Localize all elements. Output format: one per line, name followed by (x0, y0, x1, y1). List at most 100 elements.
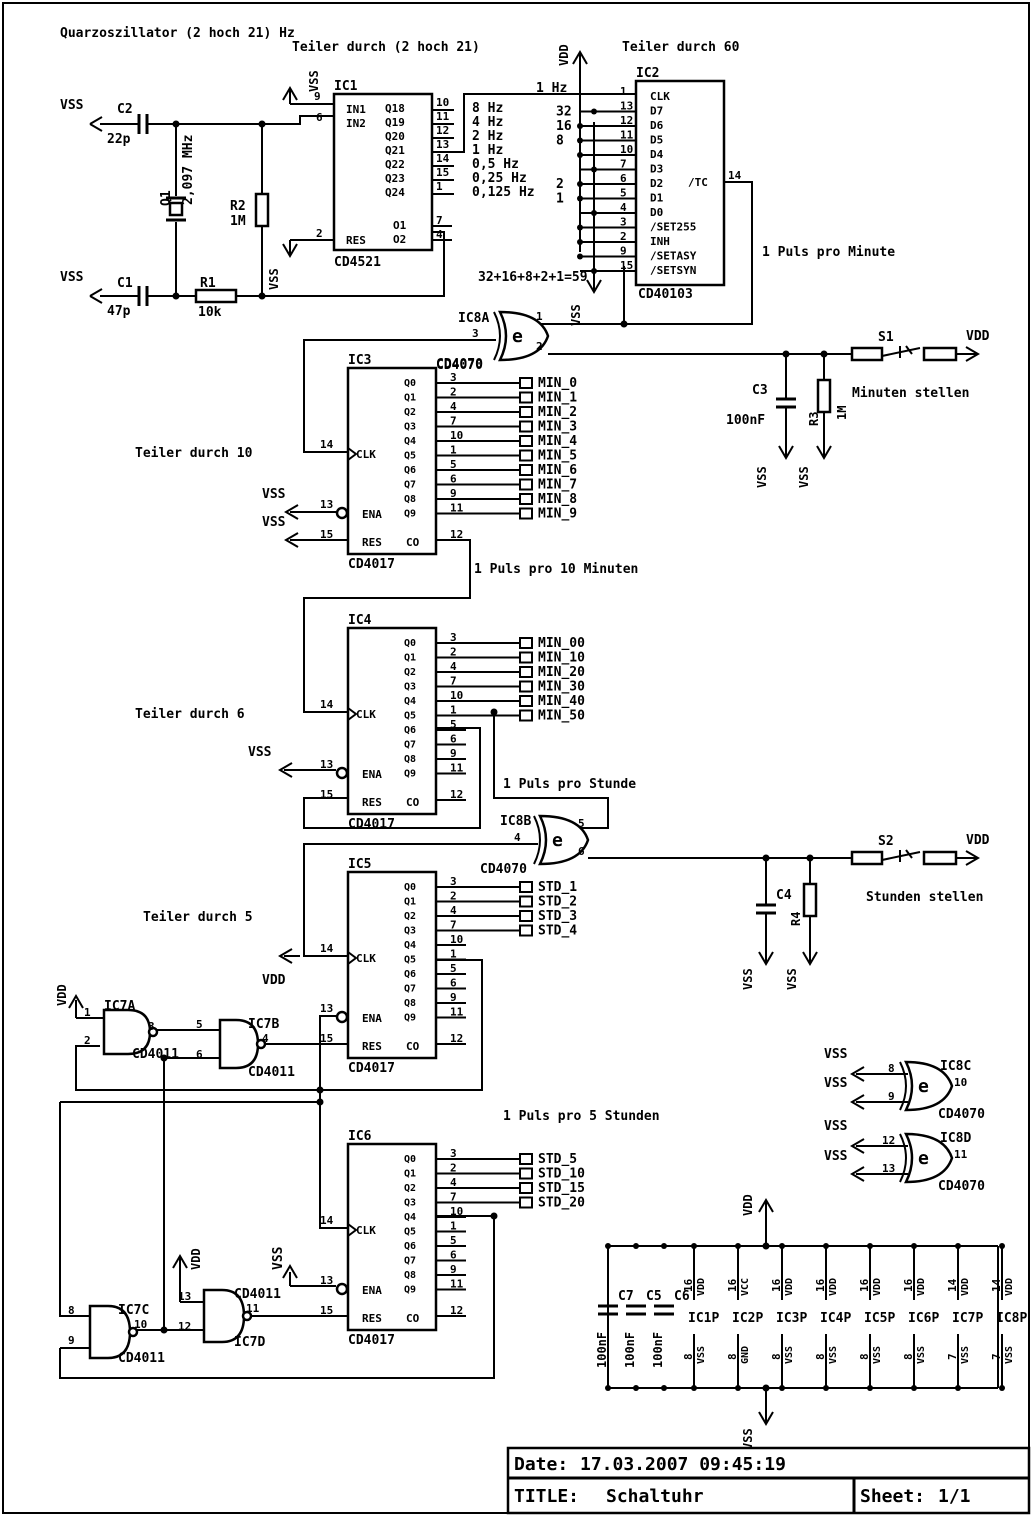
cap-label: C5 (646, 1289, 662, 1304)
cap-plates (626, 1304, 646, 1316)
ic8d-xor-gate: e IC8D CD4070 12 13 11 VSS VSS (824, 1119, 985, 1194)
ic1-res: RES (346, 234, 366, 247)
q-label: Q2 (404, 1183, 416, 1194)
res-label: RES (362, 536, 382, 549)
q-label: Q5 (404, 955, 416, 966)
ic2-pin-name: D5 (650, 134, 663, 147)
ic2-pin-name: /SETSYN (650, 264, 696, 277)
power-net: VSS (1004, 1346, 1015, 1364)
power-net: VDD (916, 1278, 927, 1296)
q-label: Q7 (404, 740, 416, 751)
ic8c-ref: IC8C (940, 1059, 971, 1074)
pin: 5 (450, 962, 457, 975)
pin: 13 (178, 1290, 191, 1303)
ic1-in2: IN2 (346, 117, 366, 130)
r4-label: R4 (789, 912, 803, 926)
pin: 5 (450, 1234, 457, 1247)
ic2-weight: 32 (556, 105, 572, 120)
s1-label: S1 (878, 330, 894, 345)
chip-body (346, 870, 438, 1060)
power-net: VSS (828, 1346, 839, 1364)
title-block: Date: 17.03.2007 09:45:19 TITLE: Schaltu… (506, 1446, 1031, 1515)
oscillator: VSS C2 22p VSS C1 47p Q1 2,097 MHz R2 1M… (60, 70, 445, 320)
pin: 11 (436, 110, 450, 123)
ic6-external: VDD VSS (59, 1054, 498, 1379)
q-label: Q4 (404, 696, 416, 707)
q1-label: Q1 (159, 190, 174, 206)
q-label: Q6 (404, 969, 416, 980)
ic2-pin-name: D3 (650, 163, 663, 176)
net-port (519, 695, 533, 707)
wire-ic8a-ic3 (303, 339, 496, 453)
junction (577, 253, 583, 260)
c3-label: C3 (752, 383, 768, 398)
pin: 16 (814, 1278, 827, 1292)
ic7a-nand-gate: VDD IC7A CD4011 1 2 3 (55, 984, 179, 1062)
pin: 15 (320, 788, 333, 801)
power-net: VSS (872, 1346, 883, 1364)
ic2-ref: IC2 (636, 66, 659, 81)
q-label: Q0 (404, 882, 416, 893)
net-port (519, 680, 533, 693)
ic1-o1: O1 (393, 219, 407, 232)
q-label: Q0 (404, 378, 416, 389)
pin: 10 (450, 933, 463, 946)
pin: 9 (450, 991, 457, 1004)
freq-label: 0,125 Hz (472, 185, 535, 200)
c4-label: C4 (776, 888, 792, 903)
net-label: MIN_2 (538, 405, 577, 420)
net-label: MIN_10 (538, 651, 585, 666)
clk-symbol (347, 447, 358, 461)
pin: 16 (858, 1278, 871, 1292)
net-port (519, 709, 533, 722)
vss-label: VSS (262, 515, 286, 530)
pin: 8 (682, 1353, 695, 1360)
ic7d-part: CD4011 (234, 1287, 281, 1302)
r1-label: R1 (200, 276, 216, 291)
q-label: Q4 (404, 940, 416, 951)
ic1-output: Q19 (385, 116, 405, 129)
ic7b-nand-gate: IC7B CD4011 5 6 4 (196, 1017, 295, 1080)
cap-value: 100nF (623, 1332, 637, 1368)
vss-label: VSS (785, 968, 799, 990)
ic2: IC2 CD40103 /TC 14 CLK1D71332D61216D5118… (508, 44, 753, 328)
q-label: Q3 (404, 682, 416, 693)
note-pstd: 1 Puls pro Stunde (503, 777, 636, 792)
ic1-in1: IN1 (346, 103, 366, 116)
power-net: VDD (828, 1278, 839, 1296)
pin: 12 (436, 124, 449, 137)
pin: 6 (316, 111, 323, 124)
pin: 3 (450, 631, 457, 644)
vdd-label: VDD (966, 833, 990, 848)
freq-label: 4 Hz (472, 115, 503, 130)
pin: 14 (946, 1278, 959, 1292)
pin: 10 (450, 1205, 463, 1218)
q-label: Q6 (404, 465, 416, 476)
vdd-label: VDD (741, 1194, 755, 1216)
pin: 5 (450, 458, 457, 471)
pin: 6 (450, 733, 457, 746)
pin: 9 (314, 90, 321, 103)
net-port (519, 895, 533, 908)
pin: 8 (68, 1304, 75, 1317)
ic2-weight: 1 (556, 192, 564, 207)
r3-value: 1M (835, 406, 849, 420)
pin: 10 (954, 1076, 967, 1089)
q-label: Q8 (404, 754, 416, 765)
power-net: VSS (784, 1346, 795, 1364)
junction (661, 1385, 667, 1391)
ic1-output: Q24 (385, 186, 405, 199)
ic1: IC1 CD4521 IN1 IN2 RES O1 O2 9 6 2 7 4 Q… (314, 79, 535, 270)
ic2-weight: 16 (556, 119, 572, 134)
pin: 4 (514, 831, 521, 844)
net-label: STD_3 (538, 909, 577, 924)
ic7d-ref: IC7D (234, 1335, 265, 1350)
pin: 3 (620, 216, 627, 229)
chip-body (346, 366, 438, 556)
q-label: Q5 (404, 1227, 416, 1238)
vdd-label: VDD (966, 329, 990, 344)
chip-part: CD4070 (436, 357, 483, 372)
